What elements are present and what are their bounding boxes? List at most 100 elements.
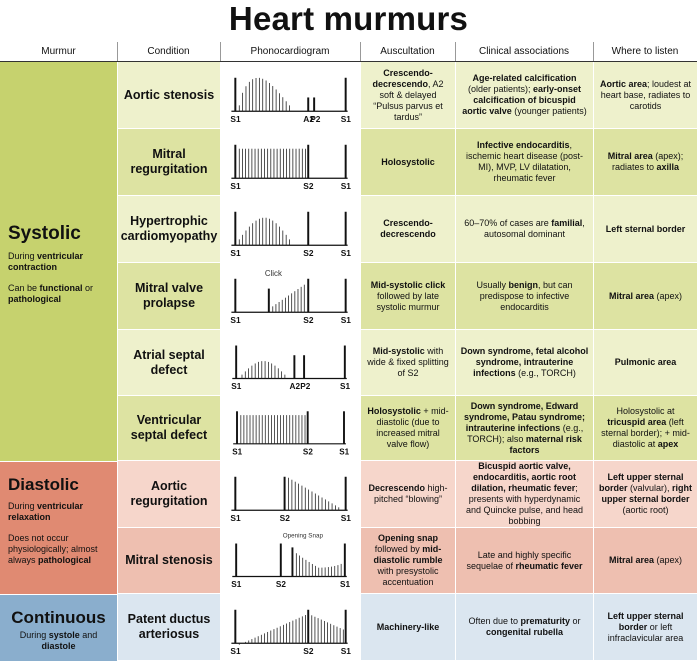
bold-text: apex	[657, 439, 679, 449]
clinical-text: Infective endocarditis, ischemic heart d…	[460, 140, 589, 184]
where-ventricular-septal-defect: Holosystolic at tricuspid area (left ste…	[594, 396, 697, 460]
bold-text: Crescendo-decrescendo	[380, 218, 436, 239]
auscultation-mitral-regurgitation: Holosystolic	[361, 129, 455, 195]
pcg-label-s1: S1	[341, 181, 352, 191]
header-divider	[360, 42, 361, 62]
text: (left sternal border); + mid-diastolic a…	[601, 417, 690, 449]
bold-text: pathological	[38, 555, 92, 565]
bold-text: Machinery-like	[376, 621, 440, 632]
condition-atrial-septal-defect: Atrial septal defect	[118, 330, 220, 395]
where-text: Left upper sternal border or left infrac…	[598, 611, 693, 644]
clinical-text: Down syndrome, Edward syndrome, Patau sy…	[460, 401, 589, 456]
auscultation-text: Holosystolic + mid-diastolic (due to inc…	[365, 406, 451, 450]
where-mitral-valve-prolapse: Mitral area (apex)	[594, 263, 697, 329]
pcg-label-s1: S1	[341, 114, 352, 124]
bold-text: Left upper sternal border	[607, 610, 684, 632]
where-aortic-stenosis: Aortic area; loudest at heart base, radi…	[594, 62, 697, 128]
text: During	[8, 251, 38, 261]
pcg-label-a2: A2	[303, 114, 314, 124]
where-patent-ductus-arteriosus: Left upper sternal border or left infrac…	[594, 594, 697, 660]
text: (apex)	[654, 555, 683, 565]
where-text: Left sternal border	[606, 224, 686, 235]
header-where-to-listen: Where to listen	[611, 46, 679, 57]
header-auscultation: Auscultation	[380, 46, 435, 57]
text: During	[19, 630, 49, 640]
bold-text: Pulmonic area	[614, 357, 677, 367]
condition-mitral-stenosis: Mitral stenosis	[118, 528, 220, 593]
pcg-label-s1: S1	[230, 646, 241, 656]
where-text: Holosystolic at tricuspid area (left ste…	[598, 406, 693, 450]
auscultation-text: Opening snap followed by mid-diastolic r…	[365, 533, 451, 588]
auscultation-mitral-stenosis: Opening snap followed by mid-diastolic r…	[361, 528, 455, 593]
pcg-label-s1: S1	[231, 580, 241, 589]
text: high-pitched “blowing”	[373, 483, 448, 504]
pcg-label-s1: S1	[341, 513, 352, 523]
clinical-text: Down syndrome, fetal alcohol syndrome, i…	[460, 346, 589, 379]
pcg-label-s1: S1	[230, 248, 241, 258]
click-label: Click	[265, 269, 282, 278]
pcg-label-s1: S1	[340, 382, 350, 391]
condition-aortic-stenosis: Aortic stenosis	[118, 62, 220, 128]
group-note: Can be functional or pathological	[8, 283, 109, 305]
text: (valvular),	[627, 483, 673, 493]
text: , A2 soft & delayed “Pulsus parvus et ta…	[373, 78, 444, 122]
clinical-aortic-stenosis: Age-related calcification (older patient…	[456, 62, 593, 128]
group-title: Systolic	[8, 223, 81, 244]
clinical-mitral-stenosis: Late and highly specific sequelae of rhe…	[456, 528, 593, 593]
pcg-label-s1: S1	[230, 513, 241, 523]
bold-text: functional	[39, 283, 83, 293]
pcg-label-p2: P2	[300, 382, 310, 391]
bold-text: Crescendo-decrescendo	[372, 67, 433, 89]
bold-text: Left upper sternal border	[598, 472, 684, 493]
pcg-label-s2: S2	[280, 513, 291, 523]
where-hypertrophic-cardiomyopathy: Left sternal border	[594, 196, 697, 262]
text: (e.g., TORCH)	[515, 368, 576, 378]
text: (apex); radiates to	[611, 151, 684, 172]
clinical-mitral-regurgitation: Infective endocarditis, ischemic heart d…	[456, 129, 593, 195]
clinical-text: Usually benign, but can predispose to in…	[460, 280, 589, 313]
bold-text: Mid-systolic click	[370, 279, 446, 290]
bold-text: Decrescendo	[368, 483, 425, 493]
text: followed by late systolic murmur	[376, 290, 440, 312]
pcg-label-s2: S2	[303, 447, 313, 456]
pcg-label-s1: S1	[230, 181, 241, 191]
bold-text: right upper sternal border	[601, 483, 693, 504]
pcg-label-s1: S1	[230, 114, 241, 124]
condition-aortic-regurgitation: Aortic regurgitation	[118, 461, 220, 527]
bold-text: systole	[48, 630, 80, 640]
pcg-label-s1: S1	[339, 447, 349, 456]
where-text: Mitral area (apex)	[609, 555, 682, 566]
text: Usually	[476, 279, 509, 290]
group-title: Continuous	[11, 608, 106, 627]
bold-text: Mitral area	[608, 290, 654, 301]
header-condition: Condition	[147, 46, 190, 57]
bold-text: Age-related calcification	[472, 73, 577, 83]
pcg-label-s1: S1	[340, 580, 350, 589]
bold-text: Aortic area	[599, 78, 647, 89]
text: , autosomal dominant	[483, 218, 585, 239]
bold-text: ventricular relaxation	[8, 501, 84, 522]
phonocardiogram-cell: S1 S2 S1	[221, 461, 360, 527]
text: Late and highly specific sequelae of	[466, 549, 572, 571]
bold-text: Left sternal border	[605, 223, 686, 234]
header-divider	[117, 42, 118, 62]
pcg-label-s1: S1	[341, 646, 352, 656]
bold-text: pathological	[8, 294, 62, 304]
bold-text: congenital rubella	[485, 627, 563, 637]
pcg-label-a2: A2	[290, 382, 301, 391]
auscultation-text: Mid-systolic click followed by late syst…	[365, 280, 451, 313]
pcg-label-s1: S1	[230, 315, 241, 325]
condition-mitral-valve-prolapse: Mitral valve prolapse	[118, 263, 220, 329]
text: and	[79, 630, 98, 640]
header-rule	[0, 61, 697, 62]
auscultation-text: Crescendo-decrescendo, A2 soft & delayed…	[365, 68, 451, 123]
pcg-label-s2: S2	[303, 181, 314, 191]
